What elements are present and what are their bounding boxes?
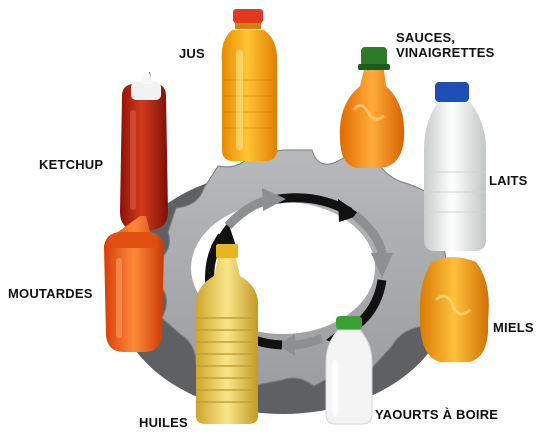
label-sauces-vinaigrettes: SAUCES, VINAIGRETTES — [396, 30, 494, 60]
label-laits: LAITS — [489, 173, 528, 188]
sauce-bottle — [340, 47, 404, 168]
label-miels: MIELS — [493, 320, 534, 335]
ketchup-bottle — [120, 72, 168, 230]
label-yaourts-a-boire: YAOURTS À BOIRE — [375, 407, 498, 422]
mustard-bottle — [104, 216, 164, 352]
label-moutardes: MOUTARDES — [8, 286, 93, 301]
label-ketchup: KETCHUP — [39, 157, 103, 172]
label-jus: JUS — [179, 46, 205, 61]
juice-bottle — [222, 9, 277, 161]
honey-jar — [420, 257, 489, 362]
label-huiles: HUILES — [139, 415, 188, 430]
milk-bottle — [424, 82, 486, 251]
